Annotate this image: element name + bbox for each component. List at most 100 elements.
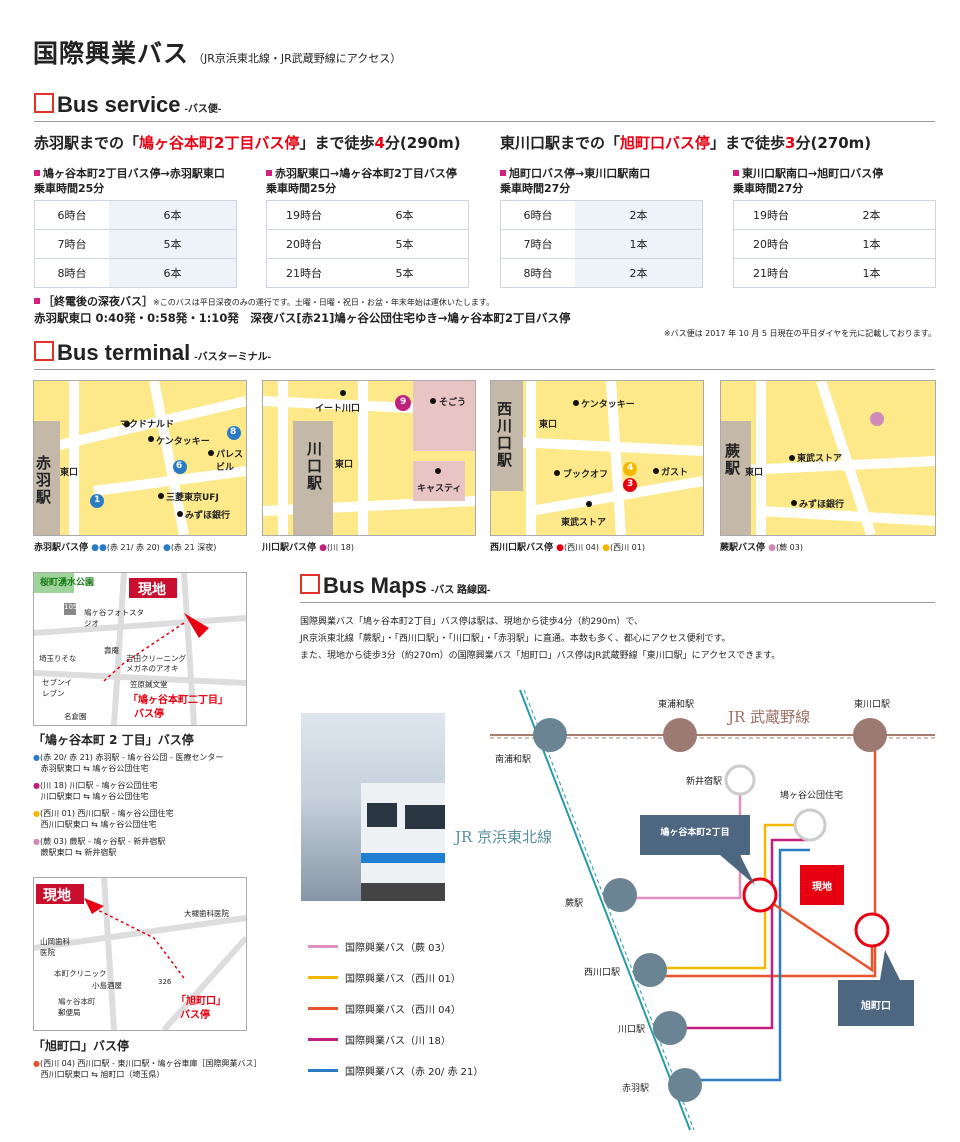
bus-maps-desc: 国際興業バス「鳩ヶ谷本町2丁目」バス停は駅は、現地から徒歩4分（約290m）で、…	[300, 614, 780, 665]
hour-cell: 21時台	[266, 258, 341, 288]
station-name: 新井宿駅	[686, 777, 723, 787]
bus-maps-title: Bus Maps	[323, 573, 427, 598]
station-name: 西川口駅	[584, 968, 621, 978]
count-cell: 2本	[575, 200, 703, 230]
square-bullet-icon	[266, 170, 272, 176]
callout-here: 現地	[812, 882, 832, 893]
station-name: 川口駅	[618, 1025, 646, 1035]
caption-detail: (川 18)	[327, 543, 354, 552]
local-map-graphic	[34, 573, 246, 725]
legend-label: 国際興業バス（赤 20/ 赤 21）	[345, 1067, 484, 1078]
walk-mid: 」まで徒歩	[710, 134, 786, 152]
heading-box-icon	[34, 341, 54, 361]
divider	[34, 121, 935, 122]
route-item-line: (西川 04) 西川口駅 - 東川口駅・鳩ヶ谷車庫［国際興業バス］	[39, 1059, 262, 1068]
map-akabane: 赤羽駅 東口 マクドナルド ケンタッキー パレスビル 三菱東京UFJ みずほ銀行…	[33, 380, 247, 536]
route-header: 鳩ヶ谷本町2丁目バス停→赤羽駅東口乗車時間25分	[34, 166, 225, 196]
walk-info-left: 赤羽駅までの「鳩ヶ谷本町2丁目バス停」まで徒歩4分(290m)	[34, 132, 461, 153]
poi-label: みずほ銀行	[185, 511, 231, 521]
stop-title: 「鳩ヶ谷本町 2 丁目」バス停	[33, 733, 194, 747]
map-nishikawaguchi-graphic	[491, 381, 703, 535]
legend-swatch	[308, 1069, 338, 1072]
train-icon	[361, 783, 445, 901]
bus-terminal-subtitle: -バスターミナル-	[194, 352, 271, 363]
square-bullet-icon	[34, 170, 40, 176]
route-item-line: 赤羽駅東口 ⇆ 鳩ヶ谷公団住宅	[40, 764, 149, 773]
count-cell: 2本	[808, 200, 936, 230]
bus-service-heading: Bus service-バス便-	[34, 92, 221, 118]
walk-suffix: 分(290m)	[384, 134, 461, 152]
divider	[34, 369, 935, 370]
poi-label: 名倉園	[64, 712, 87, 721]
route-diagram	[490, 689, 935, 1131]
map-warabi: 蕨駅 東口 東武ストア みずほ銀行	[720, 380, 936, 536]
route-item: ●(西川 04) 西川口駅 - 東川口駅・鳩ヶ谷車庫［国際興業バス］ 西川口駅東…	[33, 1059, 262, 1079]
route-item: ●(西川 01) 西川口駅 - 鳩ヶ谷公団住宅 西川口駅東口 ⇆ 鳩ヶ谷公団住宅	[33, 809, 174, 829]
route-item-line: (川 18) 川口駅 - 鳩ヶ谷公団住宅	[39, 781, 158, 790]
badge-6: 6	[176, 461, 183, 471]
walk-mid: 」まで徒歩	[299, 134, 375, 152]
poi-label: そごう	[439, 398, 467, 408]
hour-cell: 7時台	[34, 229, 109, 259]
musashino-label: JR 武蔵野線	[728, 708, 811, 726]
callout-asahi: 旭町口	[861, 1001, 891, 1012]
poi-label: 東武ストア	[561, 518, 607, 528]
route-item-line: (蕨 03) 蕨駅 - 鳩ヶ谷駅 - 新井宿駅	[39, 837, 166, 846]
local-map-asahi: 現地 大槻歯科医院 山岡歯科医院 本町クリニック 小島酒屋 鳩ヶ谷本町郵便局 3…	[33, 877, 247, 1031]
station-name: 鳩ヶ谷公団住宅	[780, 791, 844, 801]
night-bus-header: ［終電後の深夜バス］※このバスは平日深夜のみの運行です。土曜・日曜・祝日・お盆・…	[34, 293, 494, 309]
train-photo	[301, 713, 445, 901]
keihin-line	[519, 689, 691, 1131]
poi-label: ケンタッキー	[581, 400, 635, 410]
route-item: ●(蕨 03) 蕨駅 - 鳩ヶ谷駅 - 新井宿駅 蕨駅東口 ⇆ 新井宿駅	[33, 837, 166, 857]
route-list: ●(赤 20/ 赤 21) 赤羽駅 - 鳩ヶ谷公団 - 医療センター 赤羽駅東口…	[33, 752, 273, 858]
local-map-graphic	[34, 878, 246, 1030]
poi-label: イート川口	[315, 404, 361, 414]
route-item-line: (赤 20/ 赤 21) 赤羽駅 - 鳩ヶ谷公団 - 医療センター	[39, 753, 224, 762]
legend-label: 国際興業バス（蕨 03）	[345, 943, 451, 954]
caption-detail: (西川 01)	[609, 543, 645, 552]
route-name: 東川口駅南口→旭町口バス停	[742, 167, 884, 180]
poi-label: 笠原鍼文堂	[130, 680, 168, 689]
square-bullet-icon	[34, 298, 40, 304]
station-name: 赤羽駅	[622, 1084, 650, 1094]
poi-label: 東武ストア	[797, 454, 843, 464]
count-cell: 1本	[808, 258, 936, 288]
hour-cell: 21時台	[733, 258, 808, 288]
poi-label: ケンタッキー	[156, 437, 210, 447]
night-detail: 赤羽駅東口 0:40発・0:58発・1:10発 深夜バス[赤21]鳩ヶ谷公団住宅…	[34, 311, 571, 325]
count-cell: 1本	[808, 229, 936, 259]
badge-4: 4	[627, 463, 634, 473]
poi-label: 吉田クリーニング	[126, 654, 186, 663]
poi-label: 鳩ヶ谷フォトスタジオ	[84, 608, 144, 628]
keihin-label: JR 京浜東北線	[455, 828, 553, 846]
here-label: 現地	[43, 888, 71, 904]
badge-3: 3	[627, 479, 634, 489]
caption-detail: (西川 04)	[564, 543, 599, 552]
poi-label: キャスティ	[417, 484, 462, 494]
route-no: 105	[64, 603, 78, 611]
station-label: 赤羽駅	[36, 454, 52, 506]
badge-1: 1	[94, 495, 101, 505]
poi-label: メガネのアオキ	[126, 664, 179, 673]
legend-label: 国際興業バス（西川 04）	[345, 1005, 461, 1016]
legend-label: 国際興業バス（西川 01）	[345, 974, 461, 985]
count-cell: 5本	[341, 229, 469, 259]
route-header: 東川口駅南口→旭町口バス停乗車時間27分	[733, 166, 883, 196]
night-head: ［終電後の深夜バス］	[43, 295, 153, 308]
route-time: 乗車時間25分	[266, 182, 337, 195]
route-item-line: 川口駅東口 ⇆ 鳩ヶ谷公団住宅	[40, 792, 149, 801]
hour-cell: 8時台	[500, 258, 575, 288]
stop-title: 「旭町口」バス停	[33, 1039, 130, 1053]
walk-info-right: 東川口駅までの「旭町口バス停」まで徒歩3分(270m)	[500, 132, 871, 153]
legend-swatch	[308, 1007, 338, 1010]
bus-service-title: Bus service	[57, 92, 181, 117]
poi-label: 鳩ヶ谷本町郵便局	[58, 997, 96, 1017]
